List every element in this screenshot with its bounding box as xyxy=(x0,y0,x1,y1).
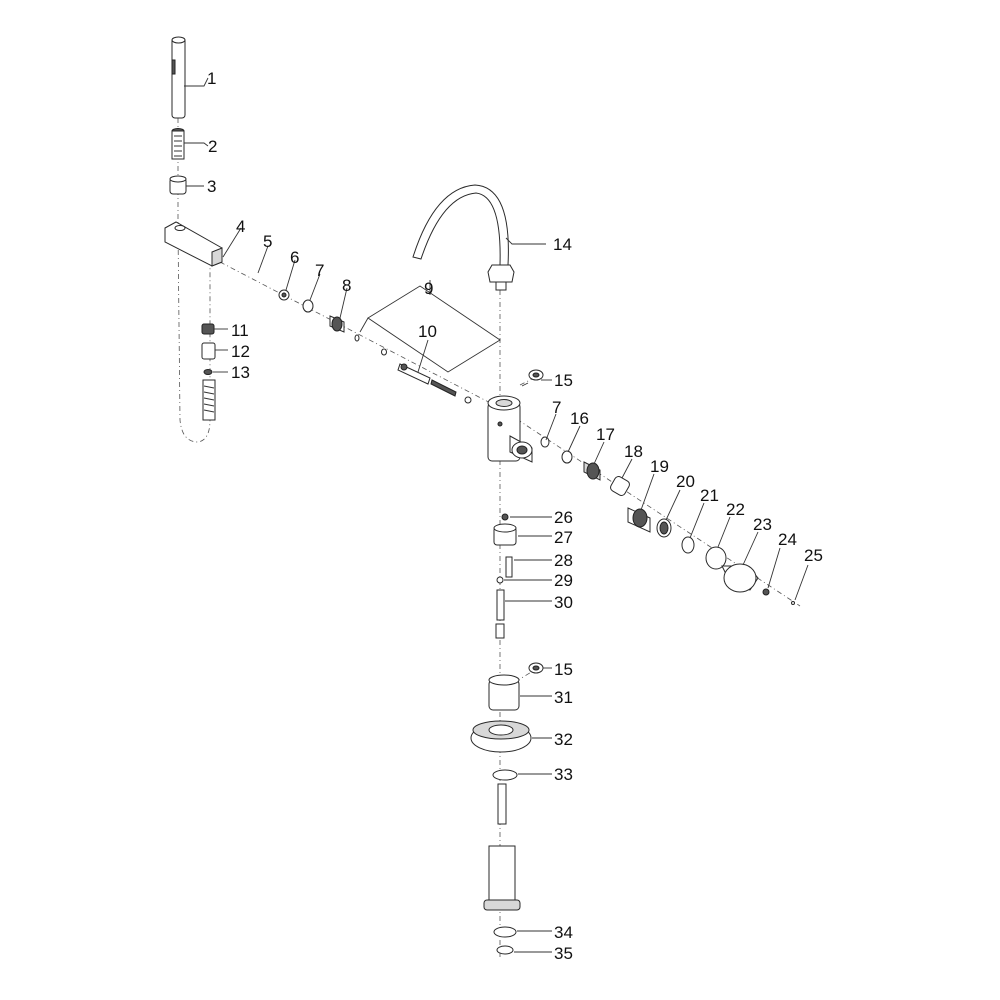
callout-20: 20 xyxy=(676,472,695,491)
callout-2: 2 xyxy=(208,137,217,156)
callout-7a: 7 xyxy=(315,261,324,280)
callout-35: 35 xyxy=(554,944,573,963)
callout-27: 27 xyxy=(554,528,573,547)
callout-3: 3 xyxy=(207,177,216,196)
callout-6: 6 xyxy=(290,248,299,267)
callout-17: 17 xyxy=(596,425,615,444)
mixer-body xyxy=(487,395,533,463)
callout-12: 12 xyxy=(231,342,250,361)
callout-4: 4 xyxy=(236,217,245,236)
axis-lines xyxy=(177,70,801,960)
callout-13: 13 xyxy=(231,363,250,382)
callout-28: 28 xyxy=(554,551,573,570)
callout-1: 1 xyxy=(207,69,216,88)
callout-16: 16 xyxy=(570,409,589,428)
diverter-box xyxy=(359,285,501,373)
leader-lines xyxy=(184,77,809,953)
callout-26: 26 xyxy=(554,508,573,527)
callout-9: 9 xyxy=(424,279,433,298)
hose-nut xyxy=(171,128,185,160)
callout-32: 32 xyxy=(554,730,573,749)
set-screws-upper xyxy=(521,369,544,387)
callout-23: 23 xyxy=(753,515,772,534)
callout-11: 11 xyxy=(231,321,249,340)
lower-assembly xyxy=(470,513,544,955)
spout xyxy=(412,184,515,291)
callout-21: 21 xyxy=(700,486,719,505)
callout-14: 14 xyxy=(553,235,572,254)
wall-holder-bracket xyxy=(164,221,223,267)
valve-parts xyxy=(540,436,795,605)
callout-24: 24 xyxy=(778,530,797,549)
holder-sleeve xyxy=(169,175,187,195)
callout-7b: 7 xyxy=(552,398,561,417)
handshower-axis xyxy=(177,70,211,443)
callout-33: 33 xyxy=(554,765,573,784)
callout-8: 8 xyxy=(342,276,351,295)
diagonal-small-parts xyxy=(278,289,472,404)
callout-29: 29 xyxy=(554,571,573,590)
callout-31: 31 xyxy=(554,688,573,707)
callout-15b: 15 xyxy=(554,660,573,679)
callout-15a: 15 xyxy=(554,371,573,390)
callout-5: 5 xyxy=(263,232,272,251)
hand-shower xyxy=(171,36,186,119)
callout-19: 19 xyxy=(650,457,669,476)
callout-25: 25 xyxy=(804,546,823,565)
callout-22: 22 xyxy=(726,500,745,519)
callout-18: 18 xyxy=(624,442,643,461)
callout-labels: 1 2 3 4 5 6 7 8 9 10 11 12 13 14 15 7 16… xyxy=(207,69,823,963)
diverter-cartridge xyxy=(397,363,457,397)
callout-10: 10 xyxy=(418,322,437,341)
callout-30: 30 xyxy=(554,593,573,612)
callout-34: 34 xyxy=(554,923,573,942)
